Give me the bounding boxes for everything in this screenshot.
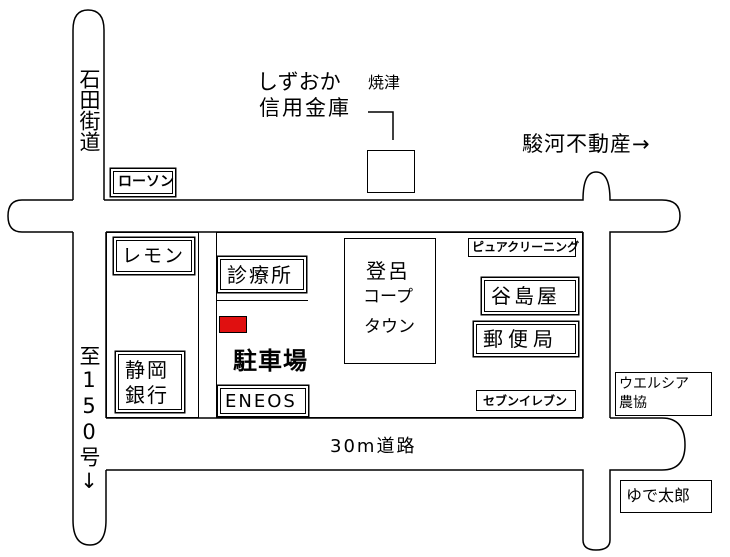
seven-eleven: セブンイレブン [476, 390, 576, 411]
west-road-outline [72, 9, 105, 200]
bank-city: 焼津 [368, 73, 401, 92]
welcia-ja: ウエルシア 農協 [615, 372, 712, 416]
post-office-label: 郵便局 [483, 327, 558, 351]
shizuoka-bank-line2: 銀行 [125, 383, 169, 407]
bank-name-line1: しずおか [257, 70, 341, 94]
eneos-station: ENEOS [220, 388, 306, 414]
coop-line2: コープ [363, 287, 413, 307]
parking-label: 駐車場 [233, 347, 308, 375]
pure-cleaning: ピュアクリーニング [468, 238, 580, 257]
top-road-outline [104, 171, 681, 418]
toro-coop-town: 登呂 コープ タウン [344, 238, 436, 364]
lawson-store: ローソン [113, 171, 174, 194]
tanishimaya-store: 谷島屋 [484, 280, 576, 312]
road-label-route150: 至150号↓ [77, 345, 101, 495]
road-label-30m: 30m道路 [330, 436, 417, 457]
lemon-label: レモン [122, 245, 186, 267]
tanishimaya-label: 谷島屋 [491, 284, 560, 308]
bank-name-line2: 信用金庫 [259, 96, 351, 120]
welcia-line2: 農協 [619, 395, 647, 411]
clinic-label: 診療所 [227, 263, 293, 287]
coop-line1: 登呂 [366, 259, 410, 283]
yudetaro: ゆで太郎 [620, 480, 712, 513]
shizuoka-bank: 静岡 銀行 [118, 354, 182, 410]
clinic: 診療所 [220, 259, 304, 290]
eneos-label: ENEOS [225, 391, 297, 412]
seven-eleven-label: セブンイレブン [483, 394, 568, 408]
west-stub-outline [7, 199, 73, 233]
shizuoka-bank-line1: 静岡 [125, 358, 169, 382]
parking-area-outline [216, 300, 308, 301]
parking-marker [219, 316, 247, 333]
lawson-label: ローソン [118, 174, 174, 190]
post-office: 郵便局 [476, 324, 576, 354]
south-road-outline [106, 417, 686, 551]
welcia-line1: ウエルシア [619, 376, 689, 392]
lemon-store: レモン [116, 240, 192, 272]
road-label-ishida-kaido: 石田街道 [77, 68, 101, 152]
bank-building [367, 150, 415, 193]
realestate-label: 駿河不動産→ [522, 132, 651, 156]
coop-line3: タウン [364, 317, 415, 337]
pure-cleaning-label: ピュアクリーニング [472, 240, 580, 254]
yudetaro-label: ゆで太郎 [626, 486, 691, 505]
west-road-lower-outline [72, 232, 107, 546]
